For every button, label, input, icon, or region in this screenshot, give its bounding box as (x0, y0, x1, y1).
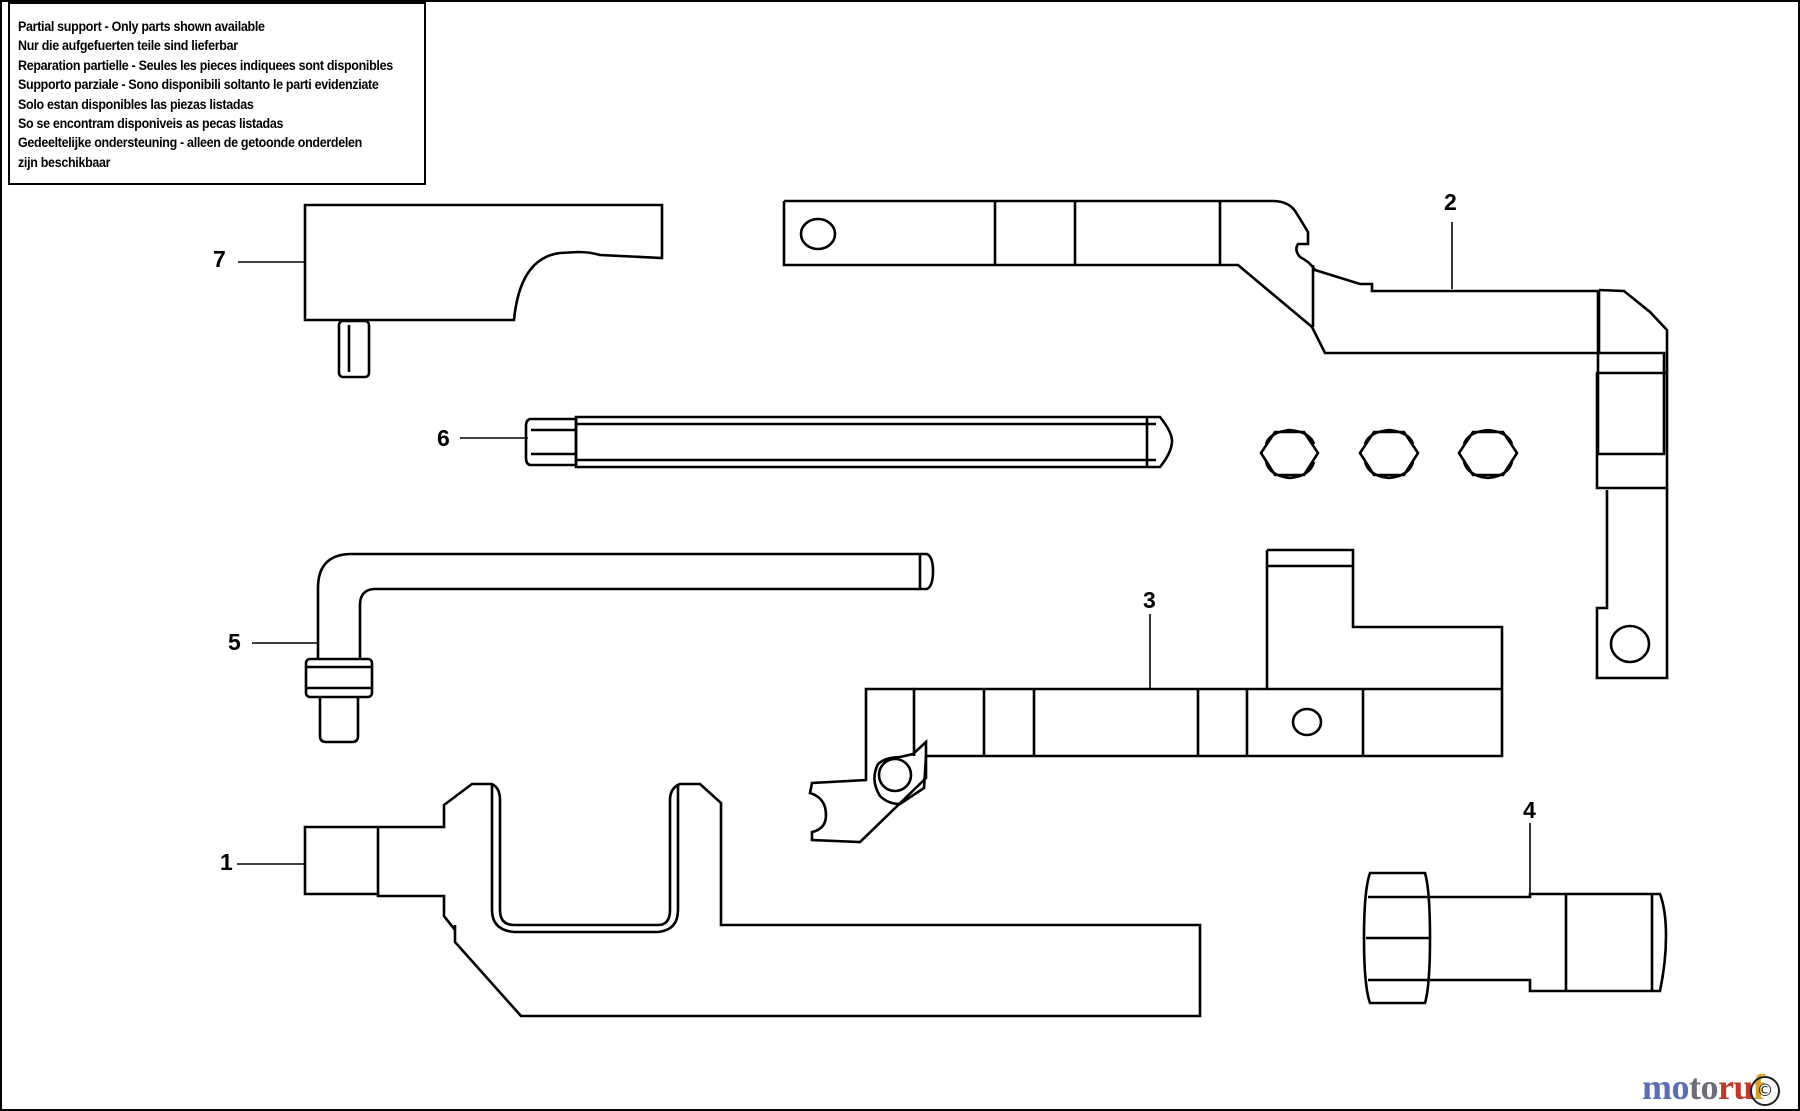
callout-3: 3 (1143, 587, 1156, 613)
notice-line-en: Partial support - Only parts shown avail… (18, 19, 265, 35)
notice-line-pt: So se encontram disponiveis as pecas lis… (18, 116, 284, 133)
part-3-t-bracket (808, 548, 1504, 844)
part-7-locking-block (238, 203, 664, 379)
copyright-icon: © (1750, 1076, 1780, 1106)
part-1-holding-tool (237, 782, 1202, 1018)
part-4-hex-bolt (1362, 823, 1668, 1005)
part-2-timing-bracket (782, 199, 1669, 680)
callout-4: 4 (1523, 797, 1536, 823)
watermark-logo: motoruf (1642, 1067, 1765, 1107)
hex-nuts-set (1259, 428, 1519, 480)
callout-2: 2 (1444, 189, 1457, 215)
callout-1: 1 (220, 849, 233, 875)
callout-7: 7 (213, 246, 226, 272)
callout-5: 5 (228, 629, 241, 655)
availability-notice: Partial support - Only parts shown avail… (8, 2, 426, 185)
notice-line-nl: Gedeeltelijke ondersteuning - alleen de … (18, 135, 362, 152)
part-5-l-rod (252, 552, 935, 744)
notice-line-fr: Reparation partielle - Seules les pieces… (18, 57, 393, 74)
notice-line-de: Nur die aufgefuerten teile sind lieferba… (18, 38, 238, 55)
notice-line-nl-2: zijn beschikbaar (18, 154, 111, 171)
notice-line-es: Solo estan disponibles las piezas listad… (18, 96, 254, 113)
callout-6: 6 (437, 425, 450, 451)
notice-line-it: Supporto parziale - Sono disponibili sol… (18, 77, 379, 94)
part-6-rod (460, 415, 1174, 469)
